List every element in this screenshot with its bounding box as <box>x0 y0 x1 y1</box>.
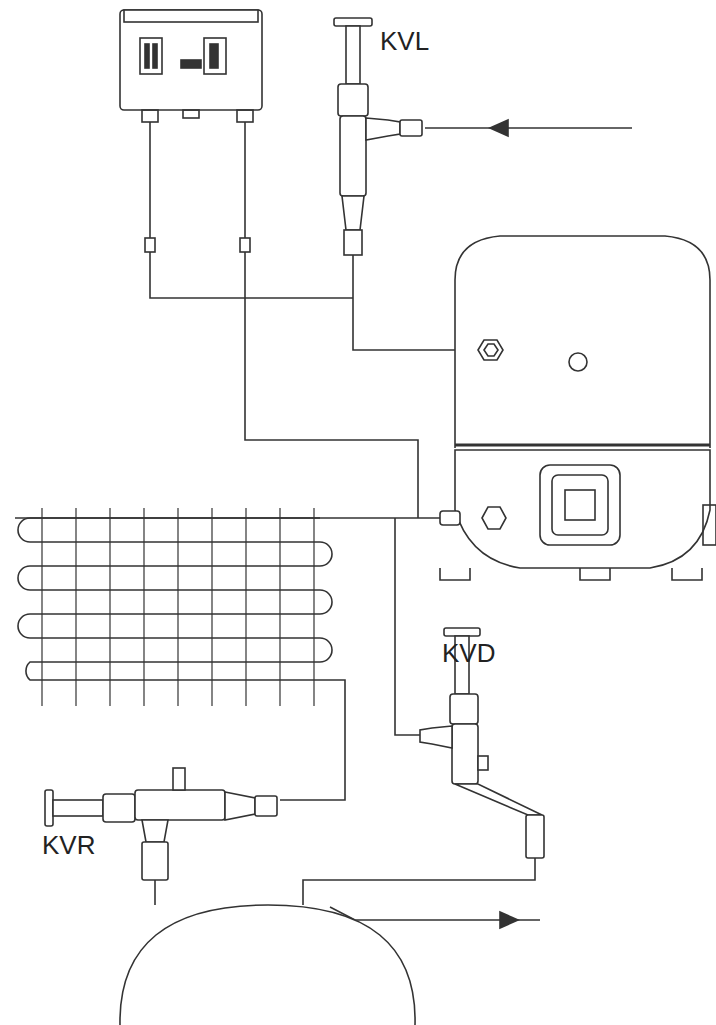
kvr-valve <box>45 768 277 880</box>
receiver-tank <box>120 905 415 1025</box>
condenser-coil <box>18 508 332 706</box>
part-label: KVL <box>380 28 429 54</box>
condenser-fin <box>41 508 42 706</box>
condenser-fin <box>109 508 110 706</box>
kvd-valve <box>420 628 544 858</box>
part-label: KVD <box>442 640 495 666</box>
condenser-fin <box>177 508 178 706</box>
condenser-fin <box>75 508 76 706</box>
condenser-fin <box>279 508 280 706</box>
condenser-fin <box>245 508 246 706</box>
part-label: KVR <box>42 832 95 858</box>
compressor <box>440 236 716 580</box>
condenser-fin <box>143 508 144 706</box>
condenser-fin <box>211 508 212 706</box>
pressure-switch <box>120 10 262 252</box>
condenser-fin <box>313 508 314 706</box>
